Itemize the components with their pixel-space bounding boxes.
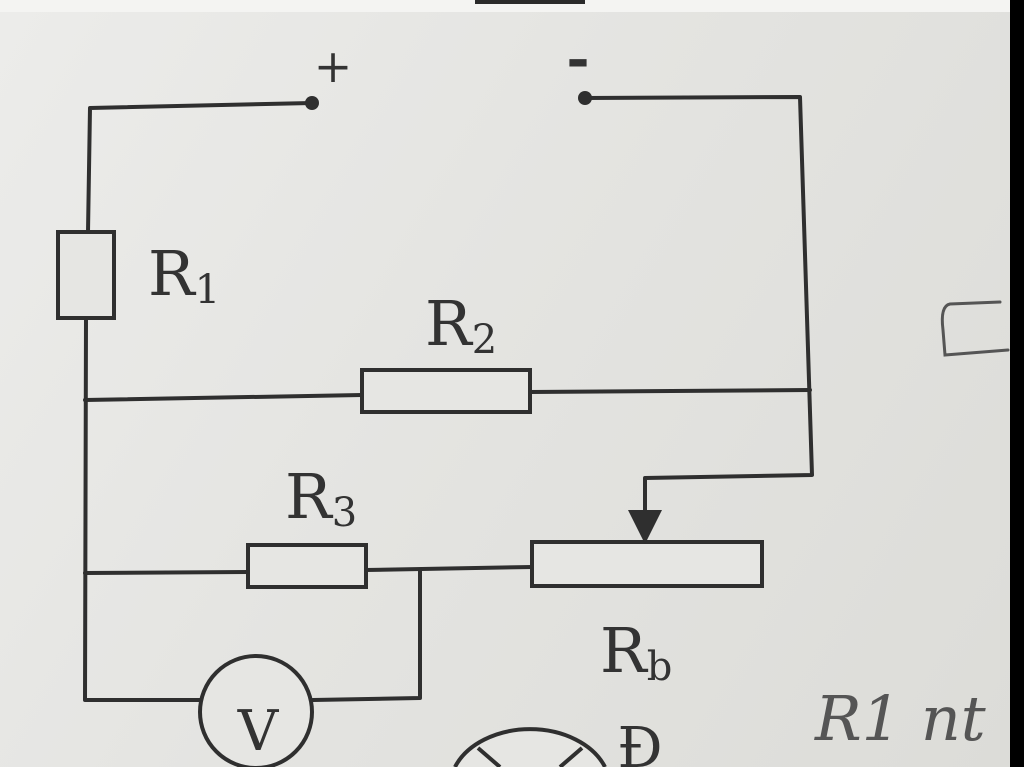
wire-r2-right	[528, 388, 812, 394]
wire-r2-left	[83, 393, 364, 402]
wire-left-rail	[83, 316, 202, 702]
wires	[83, 95, 814, 702]
voltmeter	[198, 654, 314, 767]
rheostat-slider-arrow	[628, 510, 662, 544]
photo-right-border	[1010, 0, 1024, 767]
handwritten-note: R1 nt	[814, 682, 986, 755]
wire-voltmeter	[311, 568, 422, 702]
wire-r3-right	[364, 565, 534, 572]
label-r2: R2	[425, 287, 497, 363]
lamp-label: Đ	[617, 716, 662, 767]
label-rb: Rb	[600, 614, 672, 690]
handwritten-bracket	[940, 300, 1010, 357]
rheostat-rb	[530, 540, 764, 588]
positive-terminal	[305, 96, 319, 110]
positive-sign: +	[314, 39, 353, 93]
wire-positive	[86, 101, 314, 234]
resistor-r3	[246, 543, 368, 589]
wire-r3-left	[83, 570, 250, 575]
label-r3: R3	[285, 460, 357, 536]
resistor-r1	[56, 230, 116, 320]
resistor-r2	[360, 368, 532, 414]
negative-sign: -	[566, 26, 589, 92]
voltmeter-label: V	[237, 699, 280, 764]
page-top-strip	[475, 0, 585, 4]
wire-negative	[583, 95, 814, 514]
negative-terminal	[578, 91, 592, 105]
lamp	[453, 727, 607, 767]
label-r1: R1	[148, 237, 220, 313]
